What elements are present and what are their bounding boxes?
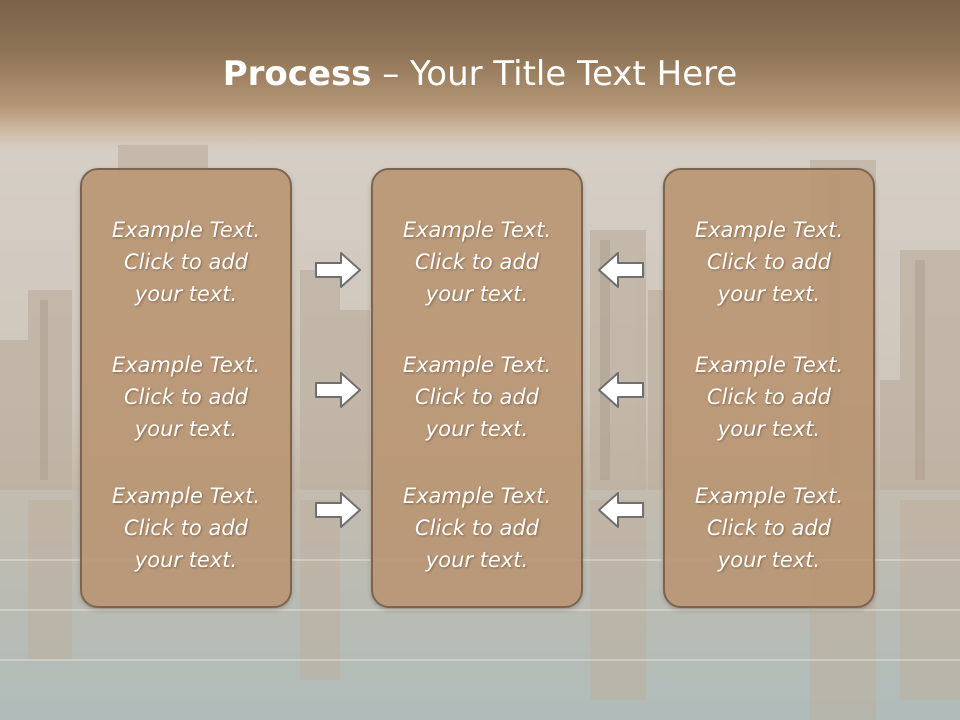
text-line: Example Text.: [402, 353, 552, 377]
text-line: your text.: [425, 282, 529, 306]
text-line: your text.: [717, 282, 821, 306]
text-placeholder[interactable]: Example Text. Click to add your text.: [82, 349, 290, 445]
text-line: Example Text.: [111, 484, 261, 508]
text-line: Example Text.: [694, 484, 844, 508]
text-placeholder[interactable]: Example Text. Click to add your text.: [373, 214, 581, 310]
text-placeholder[interactable]: Example Text. Click to add your text.: [82, 214, 290, 310]
text-line: Example Text.: [402, 484, 552, 508]
text-placeholder[interactable]: Example Text. Click to add your text.: [665, 214, 873, 310]
text-line: Click to add: [123, 250, 248, 274]
text-line: your text.: [717, 417, 821, 441]
text-line: Example Text.: [694, 353, 844, 377]
arrow-right-icon[interactable]: [313, 490, 363, 530]
text-line: your text.: [134, 282, 238, 306]
text-line: Click to add: [123, 516, 248, 540]
text-line: Click to add: [706, 516, 831, 540]
text-line: Click to add: [706, 250, 831, 274]
text-line: your text.: [134, 548, 238, 572]
text-line: Click to add: [706, 385, 831, 409]
text-placeholder[interactable]: Example Text. Click to add your text.: [373, 349, 581, 445]
text-placeholder[interactable]: Example Text. Click to add your text.: [82, 480, 290, 576]
arrow-right-icon[interactable]: [313, 370, 363, 410]
arrow-left-icon[interactable]: [596, 250, 646, 290]
text-line: Click to add: [123, 385, 248, 409]
arrow-left-icon[interactable]: [596, 370, 646, 410]
text-placeholder[interactable]: Example Text. Click to add your text.: [665, 349, 873, 445]
text-line: Example Text.: [694, 218, 844, 242]
process-box-center[interactable]: Example Text. Click to add your text. Ex…: [371, 168, 583, 608]
process-box-left[interactable]: Example Text. Click to add your text. Ex…: [80, 168, 292, 608]
text-line: Example Text.: [111, 218, 261, 242]
text-line: Click to add: [414, 516, 539, 540]
text-line: Example Text.: [402, 218, 552, 242]
arrow-left-icon[interactable]: [596, 490, 646, 530]
text-line: your text.: [425, 548, 529, 572]
text-line: your text.: [717, 548, 821, 572]
title-bold-text: Process: [222, 54, 372, 94]
text-line: Example Text.: [111, 353, 261, 377]
text-placeholder[interactable]: Example Text. Click to add your text.: [665, 480, 873, 576]
arrow-right-icon[interactable]: [313, 250, 363, 290]
text-line: Click to add: [414, 250, 539, 274]
slide-title[interactable]: Process – Your Title Text Here: [0, 52, 960, 96]
title-bar: [0, 0, 960, 150]
process-box-right[interactable]: Example Text. Click to add your text. Ex…: [663, 168, 875, 608]
text-line: your text.: [134, 417, 238, 441]
text-placeholder[interactable]: Example Text. Click to add your text.: [373, 480, 581, 576]
text-line: Click to add: [414, 385, 539, 409]
title-rest-text: – Your Title Text Here: [371, 54, 738, 94]
text-line: your text.: [425, 417, 529, 441]
